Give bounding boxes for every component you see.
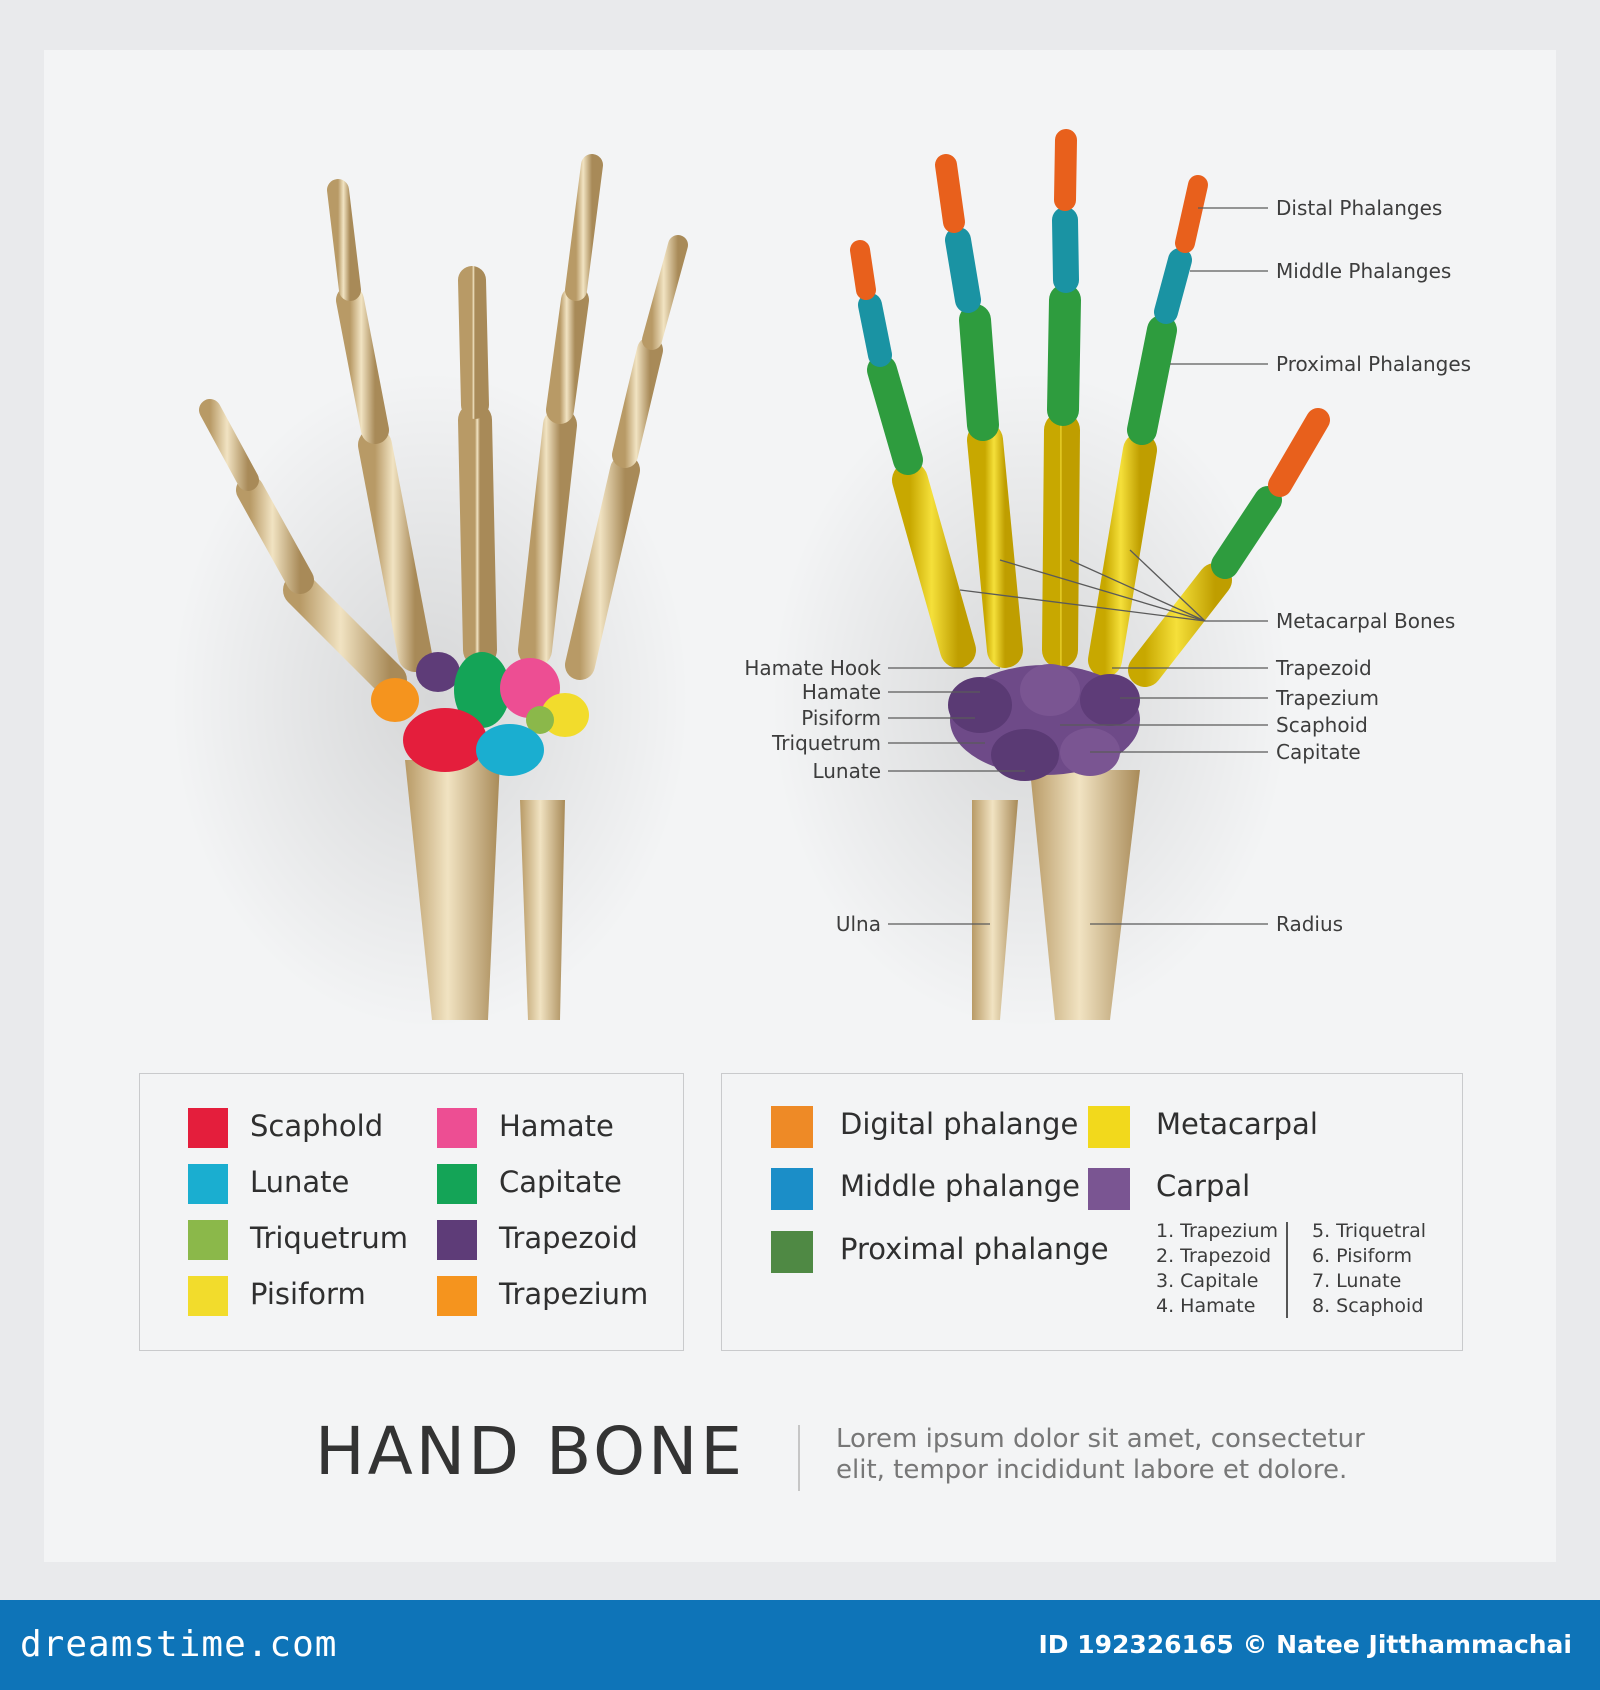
legend2-label-1: Middle phalange (840, 1169, 1081, 1203)
legend1-label-7: Trapezium (499, 1277, 649, 1311)
description: Lorem ipsum dolor sit amet, consectetur … (836, 1424, 1365, 1486)
legend-carpal-bones: Scaphold Lunate Triquetrum Pisiform Hama… (139, 1073, 684, 1351)
legend1-swatch-3 (188, 1276, 228, 1316)
label-middle-phalanges: Middle Phalanges (1276, 259, 1452, 283)
label-hamate-hook: Hamate Hook (744, 656, 881, 680)
legend1-label-1: Lunate (250, 1165, 350, 1199)
label-metacarpal-bones: Metacarpal Bones (1276, 609, 1456, 633)
legend1-swatch-0 (188, 1108, 228, 1148)
left-hand (199, 129, 688, 1020)
label-trapezoid: Trapezoid (1276, 656, 1372, 680)
legend2-swatch-4 (1088, 1168, 1130, 1210)
carpal-list-item: 8. Scaphoid (1312, 1295, 1424, 1317)
carpal-list-item: 4. Hamate (1156, 1295, 1256, 1317)
label-pisiform: Pisiform (801, 706, 881, 730)
title-divider (798, 1425, 800, 1491)
right-hand (850, 129, 1330, 1020)
legend1-swatch-4 (437, 1108, 477, 1148)
legend1-swatch-7 (437, 1276, 477, 1316)
legend2-swatch-0 (771, 1106, 813, 1148)
legend1-swatch-6 (437, 1220, 477, 1260)
carpal-list-item: 3. Capitale (1156, 1270, 1259, 1292)
carpal-list-item: 6. Pisiform (1312, 1245, 1412, 1267)
legend2-label-2: Proximal phalange (840, 1232, 1109, 1266)
carpal-list-item: 7. Lunate (1312, 1270, 1402, 1292)
carpal-list-item: 1. Trapezium (1156, 1220, 1278, 1242)
label-lunate: Lunate (812, 759, 881, 783)
label-trapezium: Trapezium (1276, 686, 1379, 710)
page-title: HAND BONE (315, 1413, 746, 1490)
hands-illustration (170, 129, 1330, 1030)
carpal-list-divider (1286, 1222, 1288, 1318)
label-radius: Radius (1276, 912, 1344, 936)
brand-logo[interactable]: dreamstime.com (20, 1624, 338, 1665)
label-proximal-phalanges: Proximal Phalanges (1276, 352, 1472, 376)
legend-hand-bone-groups: Digital phalange Middle phalange Proxima… (721, 1073, 1463, 1351)
legend1-swatch-2 (188, 1220, 228, 1260)
image-id-credit: ID 192326165 © Natee Jitthammachai (1038, 1630, 1572, 1659)
legend2-swatch-3 (1088, 1106, 1130, 1148)
label-scaphoid: Scaphoid (1276, 713, 1368, 737)
legend2-swatch-2 (771, 1231, 813, 1273)
label-distal-phalanges: Distal Phalanges (1276, 196, 1443, 220)
legend2-swatch-1 (771, 1168, 813, 1210)
legend1-label-4: Hamate (499, 1109, 614, 1143)
carpal-list-item: 2. Trapezoid (1156, 1245, 1272, 1267)
legend1-label-3: Pisiform (250, 1277, 366, 1311)
label-ulna: Ulna (835, 912, 881, 936)
legend1-label-6: Trapezoid (499, 1221, 638, 1255)
legend2-label-4: Carpal (1156, 1169, 1251, 1203)
legend2-label-0: Digital phalange (840, 1107, 1079, 1141)
legend1-label-5: Capitate (499, 1165, 622, 1199)
label-capitate: Capitate (1276, 740, 1361, 764)
label-hamate: Hamate (801, 680, 881, 704)
description-line-1: Lorem ipsum dolor sit amet, consectetur (836, 1424, 1365, 1454)
description-line-2: elit, tempor incididunt labore et dolore… (836, 1455, 1348, 1485)
legend2-label-3: Metacarpal (1156, 1107, 1318, 1141)
legend1-label-2: Triquetrum (250, 1221, 408, 1255)
legend1-swatch-5 (437, 1164, 477, 1204)
footer-bar: dreamstime.com ID 192326165 © Natee Jitt… (0, 1600, 1600, 1690)
legend1-label-0: Scaphold (250, 1109, 384, 1143)
label-triquetrum: Triquetrum (772, 731, 881, 755)
legend1-swatch-1 (188, 1164, 228, 1204)
carpal-list-item: 5. Triquetral (1312, 1220, 1427, 1242)
